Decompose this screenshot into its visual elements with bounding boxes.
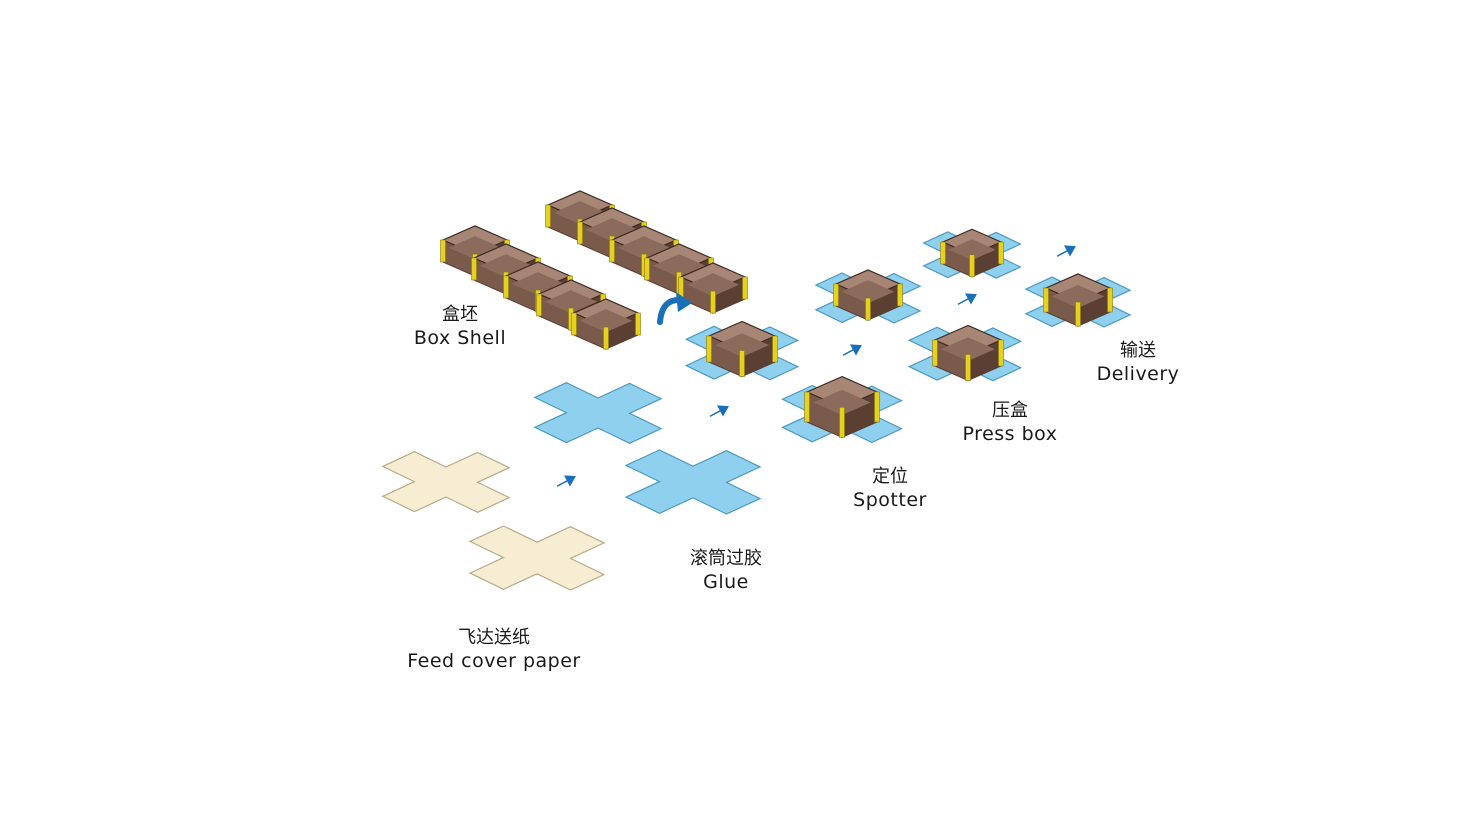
flow-arrow-icon xyxy=(709,405,729,417)
box-floor xyxy=(448,236,502,260)
box-corner-tape xyxy=(742,276,748,300)
box-corner-tape xyxy=(635,312,641,336)
box-corner-tape xyxy=(706,335,712,363)
flow-arrow-icon xyxy=(842,344,862,356)
box-floor xyxy=(940,337,996,362)
box-corner-tape xyxy=(545,204,551,228)
label-press-en: Press box xyxy=(962,422,1058,445)
box-corner-tape xyxy=(874,391,880,423)
cover-paper-sheet-2 xyxy=(468,525,606,591)
box-corner-tape xyxy=(739,350,745,377)
label-spotter-en: Spotter xyxy=(853,488,927,511)
box-corner-tape xyxy=(833,283,839,307)
box-corner-tape xyxy=(609,239,615,263)
box-corner-tape xyxy=(1107,287,1113,313)
box-corner-tape xyxy=(571,312,577,336)
box-floor xyxy=(841,280,895,304)
box-corner-tape xyxy=(897,283,903,307)
box-corner-tape xyxy=(940,241,946,265)
box-shell-row2-5 xyxy=(678,262,748,314)
box-floor xyxy=(553,201,607,225)
box-corner-tape xyxy=(1075,301,1081,327)
flow-arrow-icon xyxy=(556,475,576,487)
box-floor xyxy=(1051,284,1105,308)
box-corner-tape xyxy=(503,275,509,299)
label-glue-en: Glue xyxy=(703,570,749,593)
label-press-box: 压盒 Press box xyxy=(963,400,1058,446)
box-corner-tape xyxy=(865,297,871,321)
label-glue-zh: 滚筒过胶 xyxy=(690,548,762,569)
box-floor xyxy=(579,309,633,333)
box-corner-tape xyxy=(1043,287,1049,313)
box-corner-tape xyxy=(440,239,446,263)
flow-arrow-icon xyxy=(957,293,977,305)
label-feed-en: Feed cover paper xyxy=(407,649,581,672)
label-delivery-en: Delivery xyxy=(1096,362,1180,385)
box-corner-tape xyxy=(839,407,845,438)
box-floor xyxy=(617,236,671,260)
box-floor xyxy=(686,273,740,297)
box-floor xyxy=(714,333,770,358)
box-corner-tape xyxy=(932,339,938,367)
boxes-layer xyxy=(440,190,1113,439)
box-corner-tape xyxy=(969,254,975,278)
box-on-delivery-1 xyxy=(940,228,1004,278)
box-floor xyxy=(585,218,639,242)
box-floor xyxy=(948,239,996,261)
box-shell-row1-5 xyxy=(571,298,641,350)
glued-sheet-1 xyxy=(533,382,663,444)
box-corner-tape xyxy=(536,293,542,317)
box-floor xyxy=(544,290,598,314)
label-spotter: 定位 Spotter xyxy=(853,466,927,512)
label-glue: 滚筒过胶 Glue xyxy=(690,548,762,594)
box-on-press-1 xyxy=(833,269,903,321)
label-spotter-zh: 定位 xyxy=(872,466,908,487)
curved-arrow-icon xyxy=(657,292,692,325)
label-delivery: 输送 Delivery xyxy=(1097,340,1180,386)
label-delivery-zh: 输送 xyxy=(1120,340,1156,361)
box-on-delivery-2 xyxy=(1043,273,1113,327)
box-corner-tape xyxy=(603,326,609,350)
box-corner-tape xyxy=(471,257,477,281)
label-feed-cover-paper: 飞达送纸 Feed cover paper xyxy=(407,627,581,673)
box-on-spotter-2 xyxy=(804,375,880,439)
box-corner-tape xyxy=(965,354,971,381)
label-box-shell-en: Box Shell xyxy=(413,326,507,349)
box-on-press-2 xyxy=(932,324,1004,382)
box-floor xyxy=(813,389,871,416)
box-corner-tape xyxy=(998,339,1004,367)
box-corner-tape xyxy=(644,257,650,281)
arrows-layer xyxy=(556,245,1076,487)
label-box-shell-zh: 盒坯 xyxy=(442,304,478,325)
box-corner-tape xyxy=(804,391,810,423)
glued-sheet-2 xyxy=(624,449,762,515)
box-corner-tape xyxy=(577,221,583,245)
box-corner-tape xyxy=(710,290,716,314)
flow-arrow-icon xyxy=(1056,245,1076,257)
box-corner-tape xyxy=(772,335,778,363)
box-on-spotter-1 xyxy=(706,320,778,378)
label-box-shell: 盒坯 Box Shell xyxy=(414,304,506,350)
label-press-zh: 压盒 xyxy=(991,400,1028,421)
label-feed-zh: 飞达送纸 xyxy=(458,627,530,648)
cover-paper-sheet-1 xyxy=(381,451,511,513)
box-corner-tape xyxy=(998,241,1004,265)
